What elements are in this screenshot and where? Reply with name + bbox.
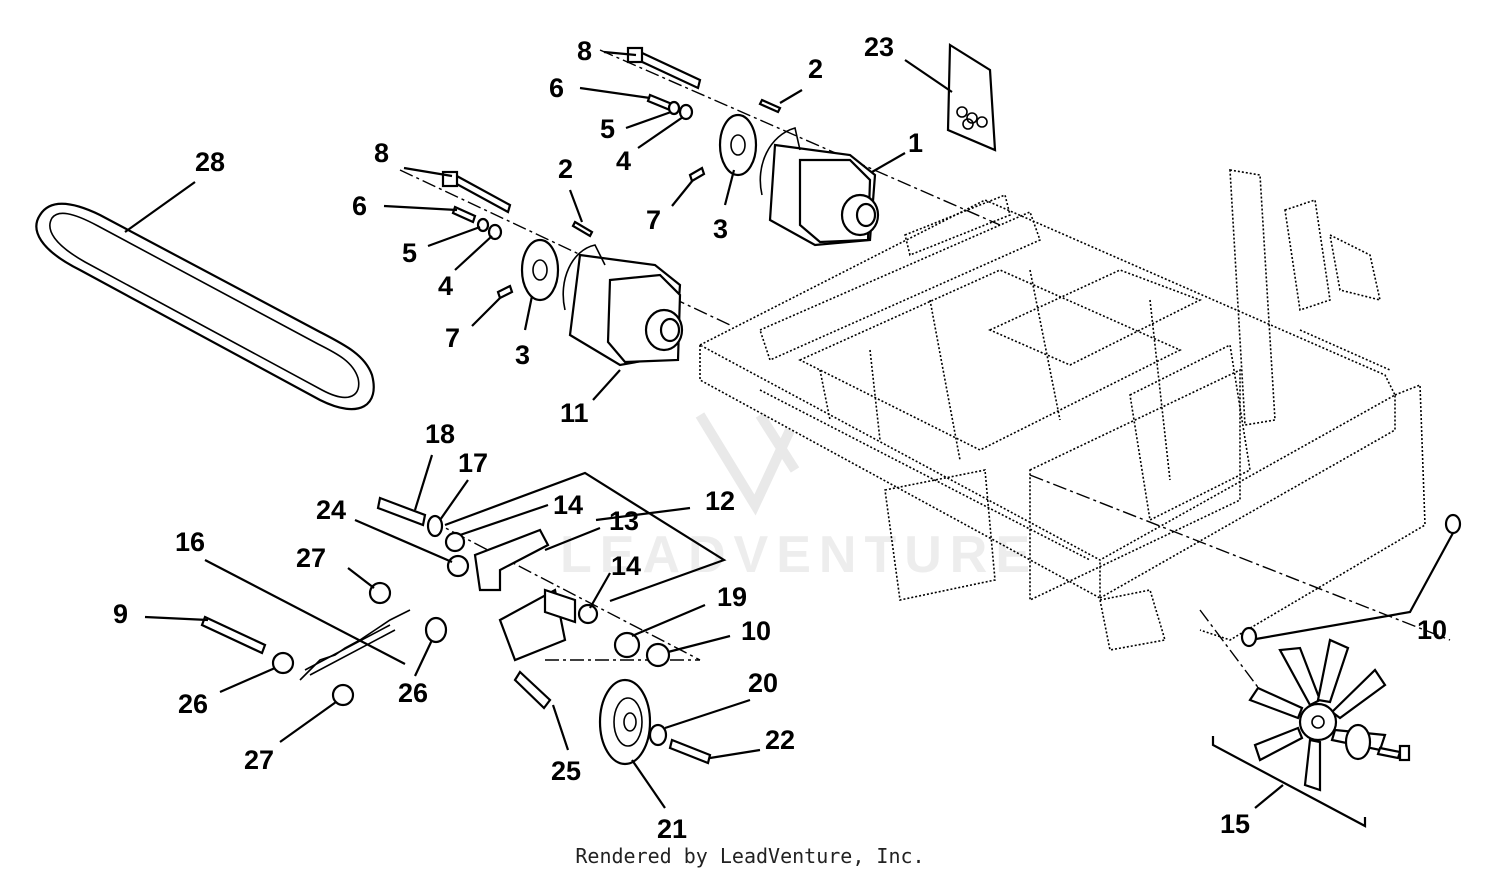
callout-27-lower: 27 (244, 745, 274, 775)
callout-8-upper: 8 (577, 36, 592, 66)
callout-4-lower: 4 (438, 271, 453, 301)
callout-14-lower: 14 (611, 551, 641, 581)
callout-19: 19 (717, 582, 747, 612)
fan-kit (1248, 638, 1411, 792)
callout-12: 12 (705, 486, 735, 516)
callout-28: 28 (195, 147, 225, 177)
callout-18: 18 (425, 419, 455, 449)
callout-1: 1 (908, 128, 923, 158)
callout-5-upper: 5 (600, 114, 615, 144)
callout-24: 24 (316, 495, 346, 525)
callout-labels: 1 2 2 3 3 4 4 5 5 6 6 7 7 8 8 9 10 10 11… (113, 32, 1447, 844)
callout-6-lower: 6 (352, 191, 367, 221)
callout-21: 21 (657, 814, 687, 844)
fastener-stacks (441, 46, 782, 300)
callout-20: 20 (748, 668, 778, 698)
callout-23: 23 (864, 32, 894, 62)
callout-17: 17 (458, 448, 488, 478)
callout-13: 13 (609, 506, 639, 536)
callout-2-upper: 2 (808, 54, 823, 84)
frame-nut-right (1444, 513, 1462, 535)
frame-nut-left (1240, 626, 1258, 648)
callout-25: 25 (551, 756, 581, 786)
callout-7-upper: 7 (646, 205, 661, 235)
callout-10-idler: 10 (741, 616, 771, 646)
drive-belt (35, 202, 375, 411)
decal-bag (946, 43, 997, 152)
callout-10-frame: 10 (1417, 615, 1447, 645)
callout-6-upper: 6 (549, 73, 564, 103)
callout-9: 9 (113, 599, 128, 629)
callout-4-upper: 4 (616, 146, 631, 176)
callout-8-lower: 8 (374, 138, 389, 168)
chassis-frame (698, 169, 1426, 651)
callout-16: 16 (175, 527, 205, 557)
callout-14-upper: 14 (553, 490, 583, 520)
idler-assembly (200, 496, 712, 766)
callout-15: 15 (1220, 809, 1250, 839)
fan-blades (1248, 638, 1387, 792)
callout-3-lower: 3 (515, 340, 530, 370)
callout-7-lower: 7 (445, 323, 460, 353)
callout-5-lower: 5 (402, 238, 417, 268)
watermark: LEADVENTURE (560, 412, 1038, 584)
hydro-pump-upper (718, 113, 880, 247)
callout-11: 11 (560, 398, 589, 428)
rendered-by-credit: Rendered by LeadVenture, Inc. (575, 844, 925, 868)
callout-3-upper: 3 (713, 214, 728, 244)
watermark-text: LEADVENTURE (560, 526, 1038, 584)
callout-26-right: 26 (398, 678, 428, 708)
callout-26-left: 26 (178, 689, 208, 719)
callout-2-lower: 2 (558, 154, 573, 184)
callout-27-upper: 27 (296, 543, 326, 573)
hydro-pump-lower (520, 238, 684, 367)
leader-lines (124, 50, 1454, 828)
callout-22: 22 (765, 725, 795, 755)
